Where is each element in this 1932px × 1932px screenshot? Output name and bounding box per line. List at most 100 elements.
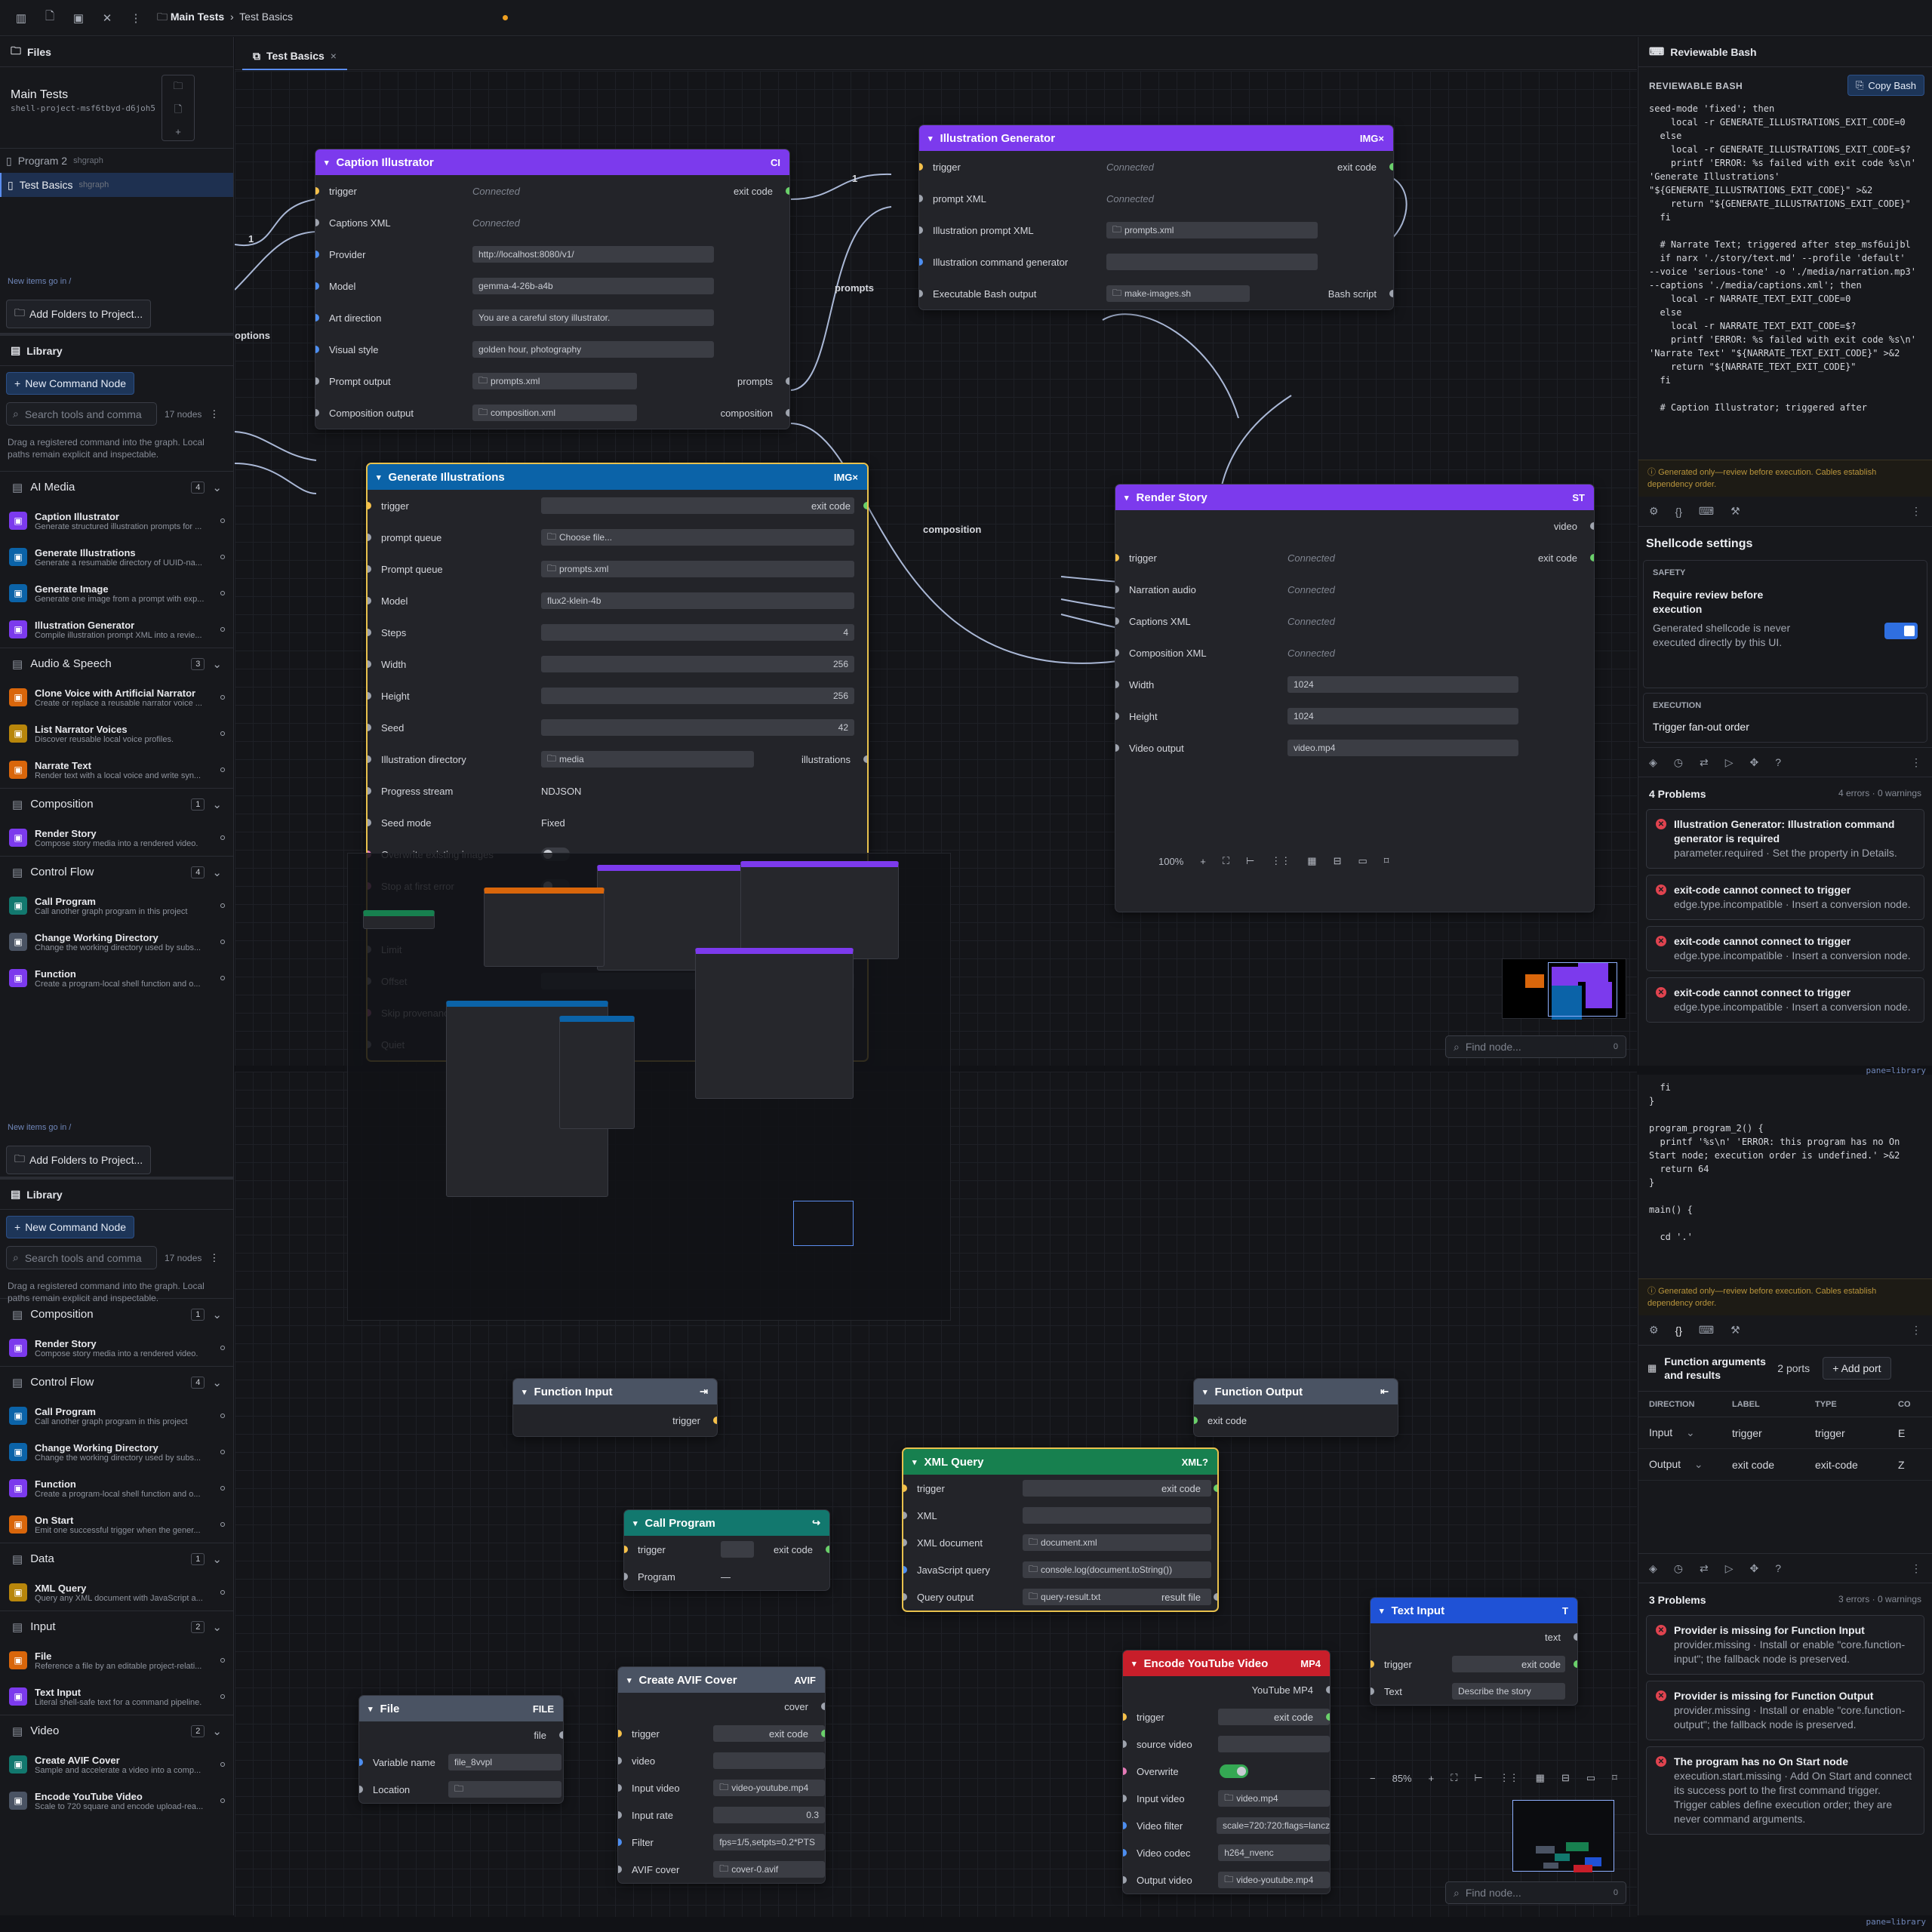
input-port[interactable]: [315, 187, 319, 195]
wrench-icon[interactable]: ⚒: [1730, 1324, 1740, 1336]
input-port[interactable]: [1123, 1767, 1127, 1775]
box-icon[interactable]: ⊟: [1561, 1772, 1570, 1783]
edge[interactable]: [235, 431, 317, 461]
input-port[interactable]: [618, 1730, 622, 1737]
row-field[interactable]: 256: [541, 688, 854, 704]
align-icon[interactable]: ⊢: [1474, 1772, 1483, 1783]
row-field[interactable]: 🗀 Choose file...: [541, 529, 854, 546]
tab-close-icon[interactable]: ×: [330, 50, 337, 62]
comment-icon[interactable]: ▭: [1586, 1772, 1596, 1783]
row-field[interactable]: flux2-klein-4b: [541, 592, 854, 609]
row-field[interactable]: 🗀 prompts.xml: [541, 561, 854, 577]
split-icon[interactable]: ⋮⋮: [1271, 855, 1291, 866]
drag-handle-icon[interactable]: [220, 940, 225, 944]
diagnostic-icon[interactable]: ◈: [1649, 1561, 1657, 1574]
overview-node[interactable]: [695, 948, 854, 1099]
split-icon[interactable]: ⋮⋮: [1499, 1772, 1519, 1783]
node-header[interactable]: ▾Function Input⇥: [513, 1379, 717, 1404]
more-icon[interactable]: ⋮: [1911, 1561, 1921, 1574]
input-port[interactable]: [1123, 1876, 1127, 1884]
row-field[interactable]: 🗀: [448, 1781, 561, 1798]
new-command-node-button[interactable]: +New Command Node: [6, 372, 135, 395]
sliders-icon[interactable]: ⚙: [1649, 505, 1659, 517]
copy-bash-button[interactable]: ⎘Copy Bash: [1847, 75, 1924, 96]
row-field[interactable]: 🗀 document.xml: [1023, 1534, 1211, 1551]
keyboard-icon[interactable]: ⌨: [1698, 505, 1715, 517]
bookmark-icon[interactable]: ⌑: [1383, 855, 1389, 866]
input-port[interactable]: [1123, 1849, 1127, 1857]
output-port[interactable]: [786, 187, 789, 195]
row-field[interactable]: 🗀 video-youtube.mp4: [713, 1780, 825, 1796]
input-port[interactable]: [618, 1757, 622, 1764]
input-port[interactable]: [903, 1539, 907, 1546]
input-port[interactable]: [919, 258, 923, 266]
input-port[interactable]: [368, 660, 371, 668]
bookmark-icon[interactable]: ⌑: [1612, 1772, 1617, 1783]
input-port[interactable]: [368, 565, 371, 573]
input-port[interactable]: [368, 755, 371, 763]
row-field[interactable]: 🗀 video.mp4: [1218, 1790, 1330, 1807]
collapse-icon[interactable]: ▾: [627, 1675, 632, 1685]
input-port[interactable]: [368, 597, 371, 605]
row-field[interactable]: 42: [541, 719, 854, 736]
drag-handle-icon[interactable]: [220, 731, 225, 736]
drag-handle-icon[interactable]: [220, 1522, 225, 1527]
find-node-input[interactable]: ⌕Find node...0: [1445, 1035, 1626, 1058]
collapse-icon[interactable]: ▾: [325, 158, 329, 168]
node-fin[interactable]: ▾Function Input⇥trigger: [512, 1378, 718, 1437]
input-port[interactable]: [903, 1593, 907, 1601]
play-icon[interactable]: ▷: [1724, 1561, 1734, 1574]
row-field[interactable]: video.mp4: [1287, 740, 1518, 756]
align-icon[interactable]: ⊢: [1245, 855, 1255, 866]
drag-handle-icon[interactable]: [220, 1450, 225, 1454]
wrench-icon[interactable]: ⚒: [1730, 505, 1740, 517]
edge[interactable]: [790, 173, 892, 200]
history-icon[interactable]: ◷: [1673, 1561, 1683, 1574]
row-field[interactable]: scale=720:720:flags=lanczos: [1217, 1817, 1330, 1834]
input-port[interactable]: [368, 502, 371, 509]
minus-icon[interactable]: −: [1370, 1772, 1376, 1784]
input-port[interactable]: [368, 819, 371, 826]
drag-handle-icon[interactable]: [220, 903, 225, 908]
diagnostic-icon[interactable]: ◈: [1649, 755, 1657, 768]
drag-handle-icon[interactable]: [220, 1346, 225, 1350]
drag-handle-icon[interactable]: [220, 835, 225, 840]
overview-node[interactable]: [740, 861, 899, 959]
input-port[interactable]: [618, 1811, 622, 1819]
direction-select[interactable]: Output ⌄: [1649, 1458, 1732, 1471]
output-port[interactable]: [821, 1730, 825, 1737]
new-folder-icon[interactable]: 🗀: [173, 79, 183, 91]
collapse-icon[interactable]: ▾: [912, 1457, 917, 1467]
drag-handle-icon[interactable]: [220, 976, 225, 980]
edge[interactable]: [1102, 313, 1239, 419]
output-port[interactable]: [1574, 1633, 1577, 1641]
add-folders-button[interactable]: 🗀Add Folders to Project...: [6, 300, 152, 328]
find-node-input-2[interactable]: ⌕Find node...0: [1445, 1881, 1626, 1904]
input-port[interactable]: [1371, 1660, 1374, 1668]
edge[interactable]: [235, 231, 317, 291]
row-field[interactable]: [1023, 1480, 1211, 1497]
collapse-icon[interactable]: ▾: [1203, 1387, 1208, 1397]
minimap-2[interactable]: [1512, 1800, 1614, 1872]
row-field[interactable]: 1024: [1287, 676, 1518, 693]
row-field[interactable]: [1218, 1709, 1330, 1725]
input-port[interactable]: [903, 1566, 907, 1574]
more-icon[interactable]: ⋮: [1911, 505, 1921, 517]
input-port[interactable]: [919, 226, 923, 234]
row-field[interactable]: 🗀 media: [541, 751, 755, 768]
